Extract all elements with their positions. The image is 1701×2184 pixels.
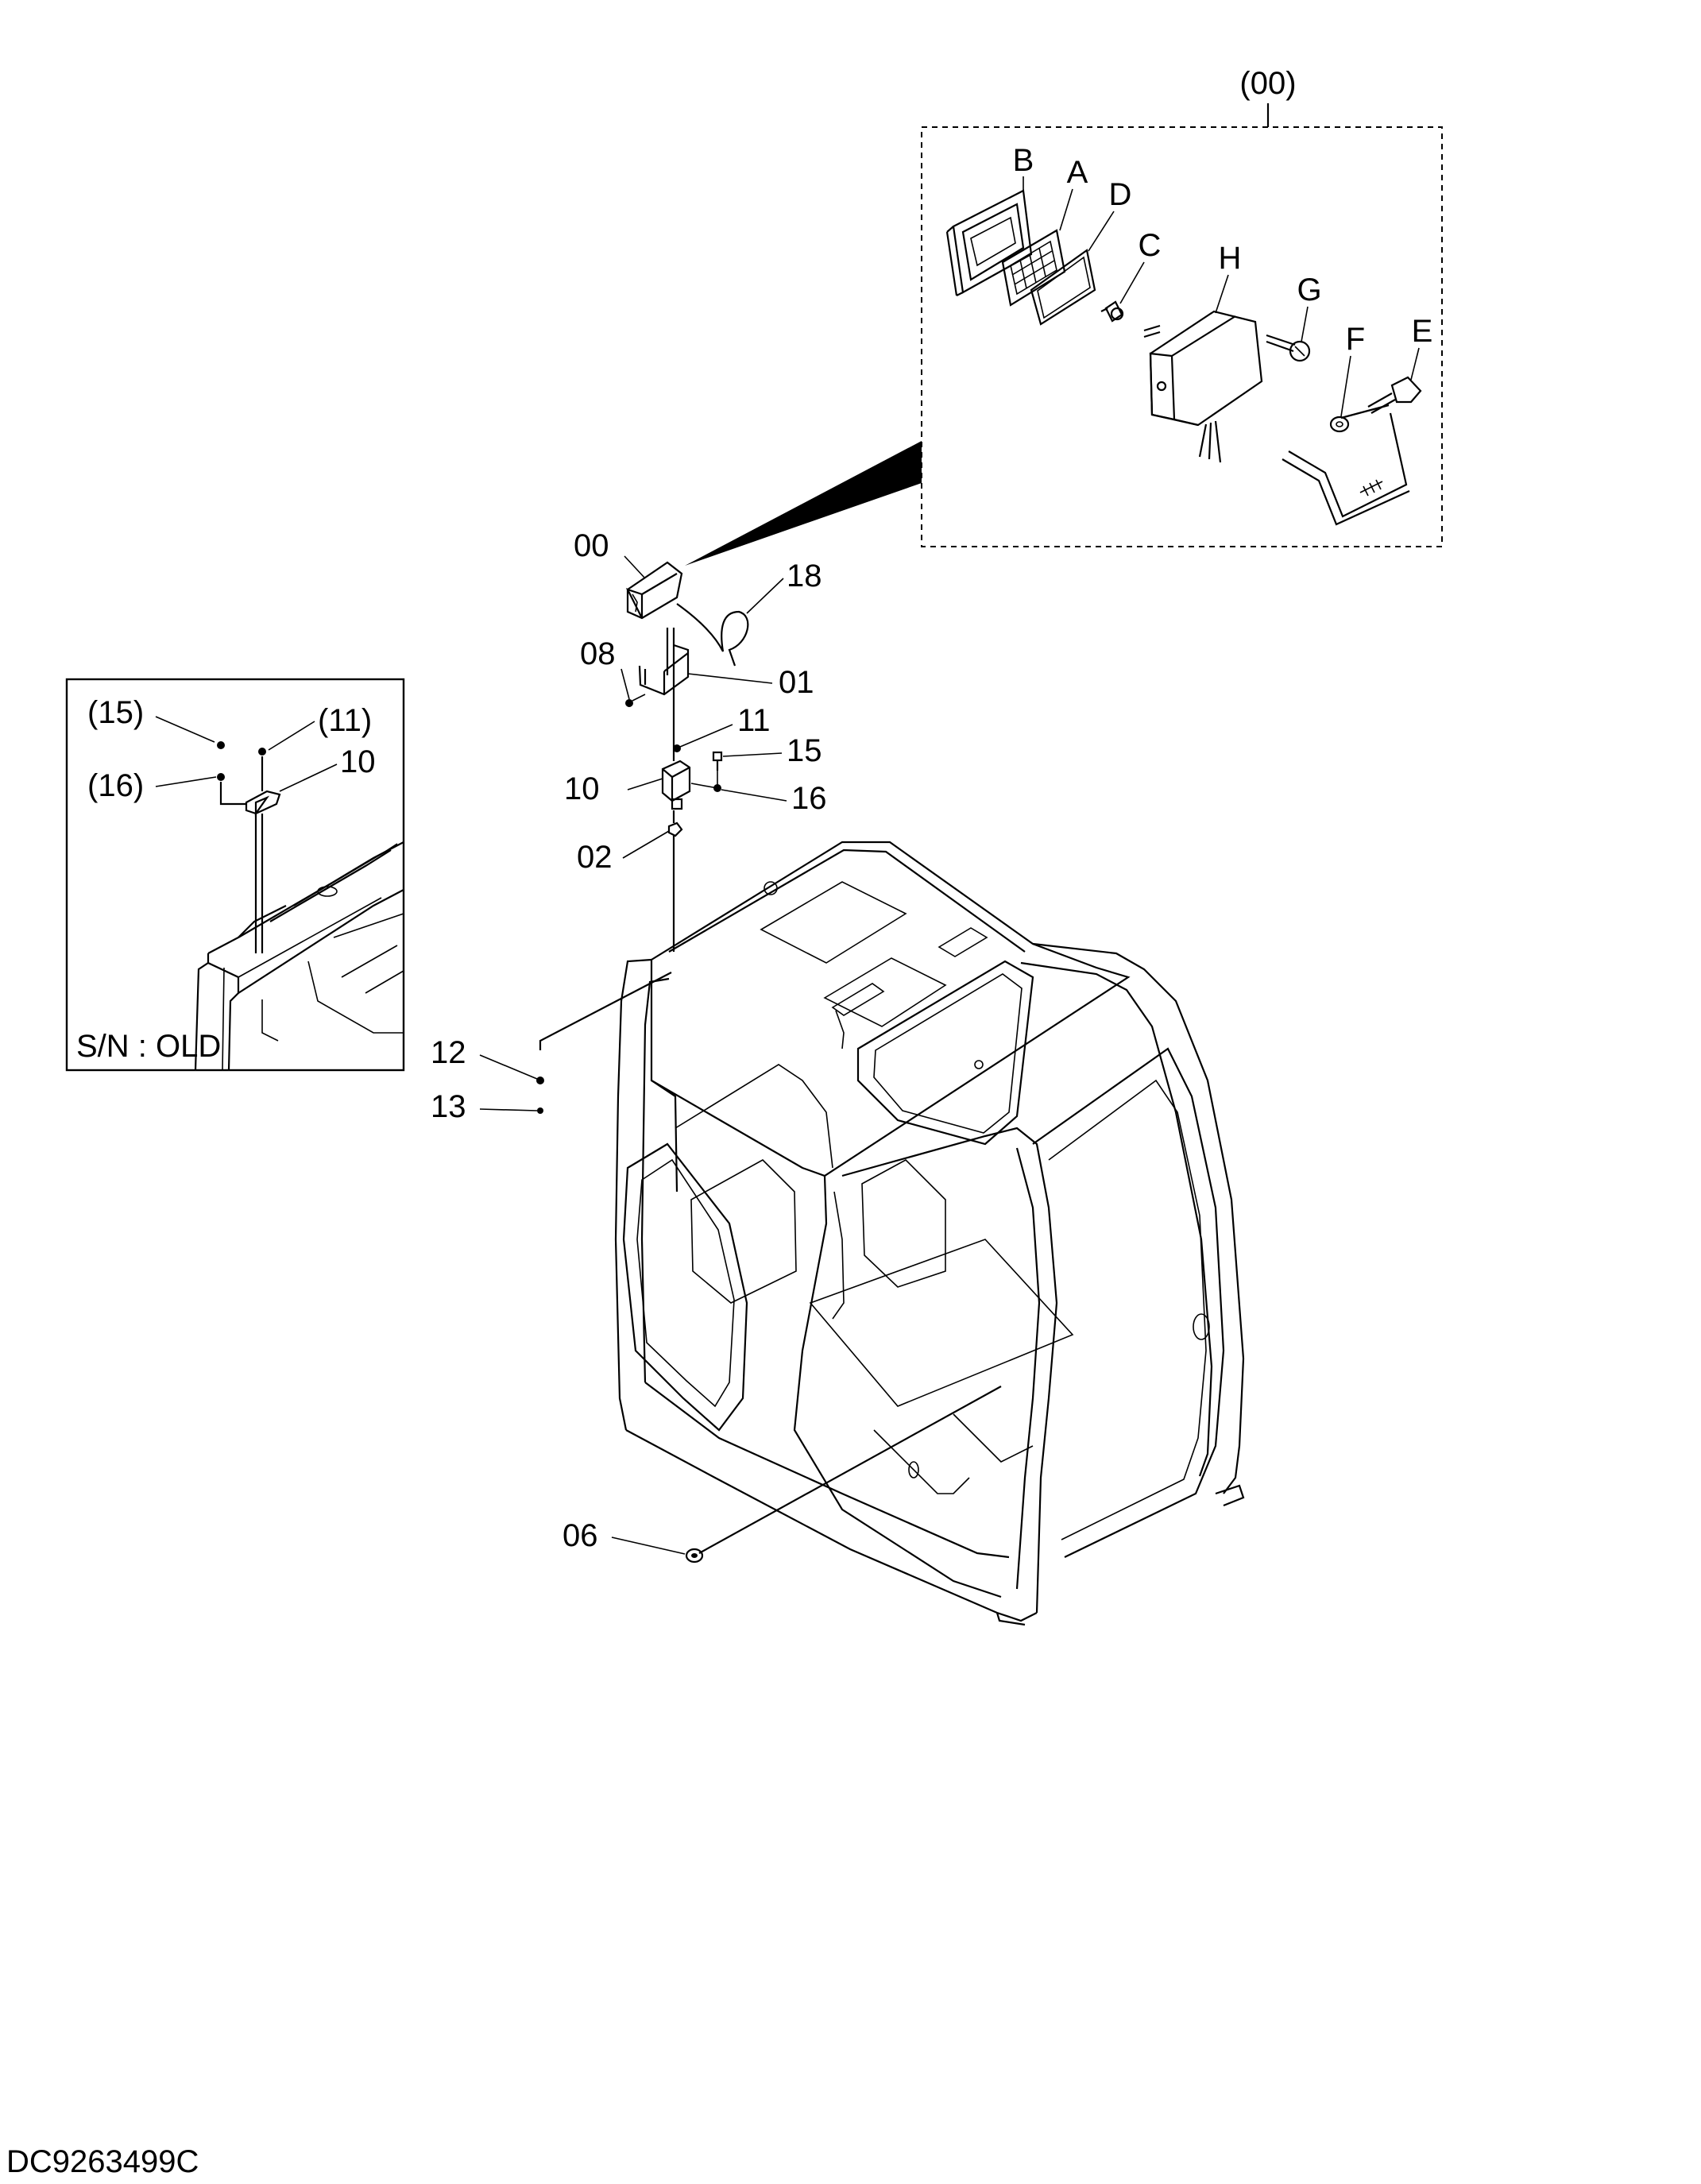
callout-01: 01 [779,665,814,700]
detail-box-label: (00) [1239,66,1296,101]
callout-13: 13 [431,1089,466,1124]
bracket-10-drawing [661,760,691,810]
label-e: E [1412,314,1433,349]
bracket-01-drawing [638,628,690,696]
housing-h-drawing [1143,310,1263,463]
inset-callout-15: (15) [87,695,144,730]
inset-callout-11: (11) [318,703,372,738]
callout-16: 16 [791,781,827,816]
screw-08-drawing [625,694,646,707]
callout-15: 15 [787,733,822,768]
main-leaders [479,555,787,1555]
callout-10: 10 [564,771,600,806]
inset-labels: (15) (11) (16) 10 S/N : OLD [76,695,376,1064]
cab-drawing [614,841,1245,1626]
detail-leader-wedge [685,441,922,566]
assembly-lines [536,675,1002,1564]
label-c: C [1139,228,1162,263]
washer-f-drawing [1329,416,1350,433]
label-d: D [1109,177,1132,212]
inset-serial-label: S/N : OLD [76,1029,221,1064]
label-g: G [1297,273,1321,307]
lens-a-drawing [1001,229,1066,307]
lens-frame-b-drawing [945,189,1033,296]
callout-08: 08 [580,636,616,671]
callout-02: 02 [577,840,613,875]
gasket-d-drawing [1030,249,1096,326]
harness-18-drawing [676,603,749,667]
inset-callout-16: (16) [87,768,144,803]
main-callouts: 00 18 08 01 11 15 10 16 02 12 13 06 [431,528,827,1553]
screw-g-drawing [1266,334,1311,362]
detail-leaders [1023,176,1420,417]
label-f: F [1346,322,1365,357]
mount-bracket-drawing [1282,404,1410,526]
work-light-00-drawing [625,561,683,620]
bulb-c-drawing [1100,300,1124,323]
fasteners-drawing [667,744,723,837]
callout-18: 18 [787,559,822,593]
callout-00: 00 [574,528,609,563]
detail-part-labels: B A D C H G F E [1013,143,1433,357]
callout-06: 06 [562,1518,598,1553]
drawing-number: DC9263499C [6,2144,199,2179]
inset-callout-10: 10 [340,744,376,779]
callout-12: 12 [431,1035,466,1070]
label-b: B [1013,143,1034,178]
label-a: A [1067,155,1088,190]
inset-box [65,678,405,1072]
detail-box-00: (00) [685,66,1443,566]
callout-11: 11 [737,703,771,738]
label-h: H [1219,241,1242,276]
